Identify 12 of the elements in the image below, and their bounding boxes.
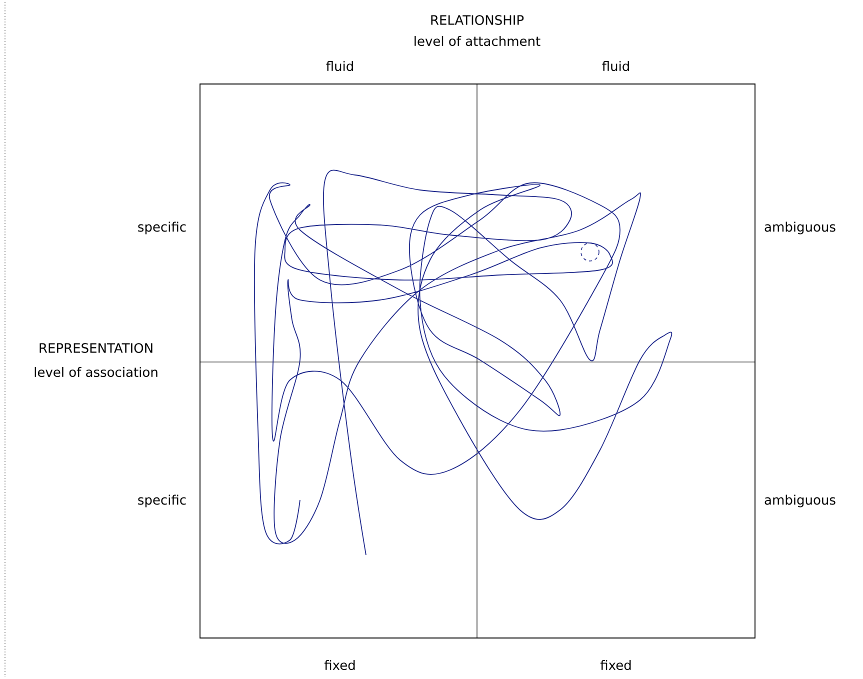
- axis-label: fixed: [600, 660, 631, 670]
- axis-label: ambiguous: [764, 494, 836, 508]
- axis-label: level of attachment: [414, 36, 540, 46]
- axis-label: fixed: [324, 660, 355, 670]
- axis-label: fluid: [602, 60, 629, 72]
- axis-label: specific: [138, 494, 186, 508]
- axis-label: ambiguous: [764, 222, 836, 234]
- axis-label: REPRESENTATION: [40, 343, 152, 353]
- axis-label: level of association: [34, 366, 158, 378]
- axis-label: specific: [138, 222, 186, 234]
- axis-label: fluid: [326, 60, 353, 72]
- axis-label: RELATIONSHIP: [431, 15, 524, 25]
